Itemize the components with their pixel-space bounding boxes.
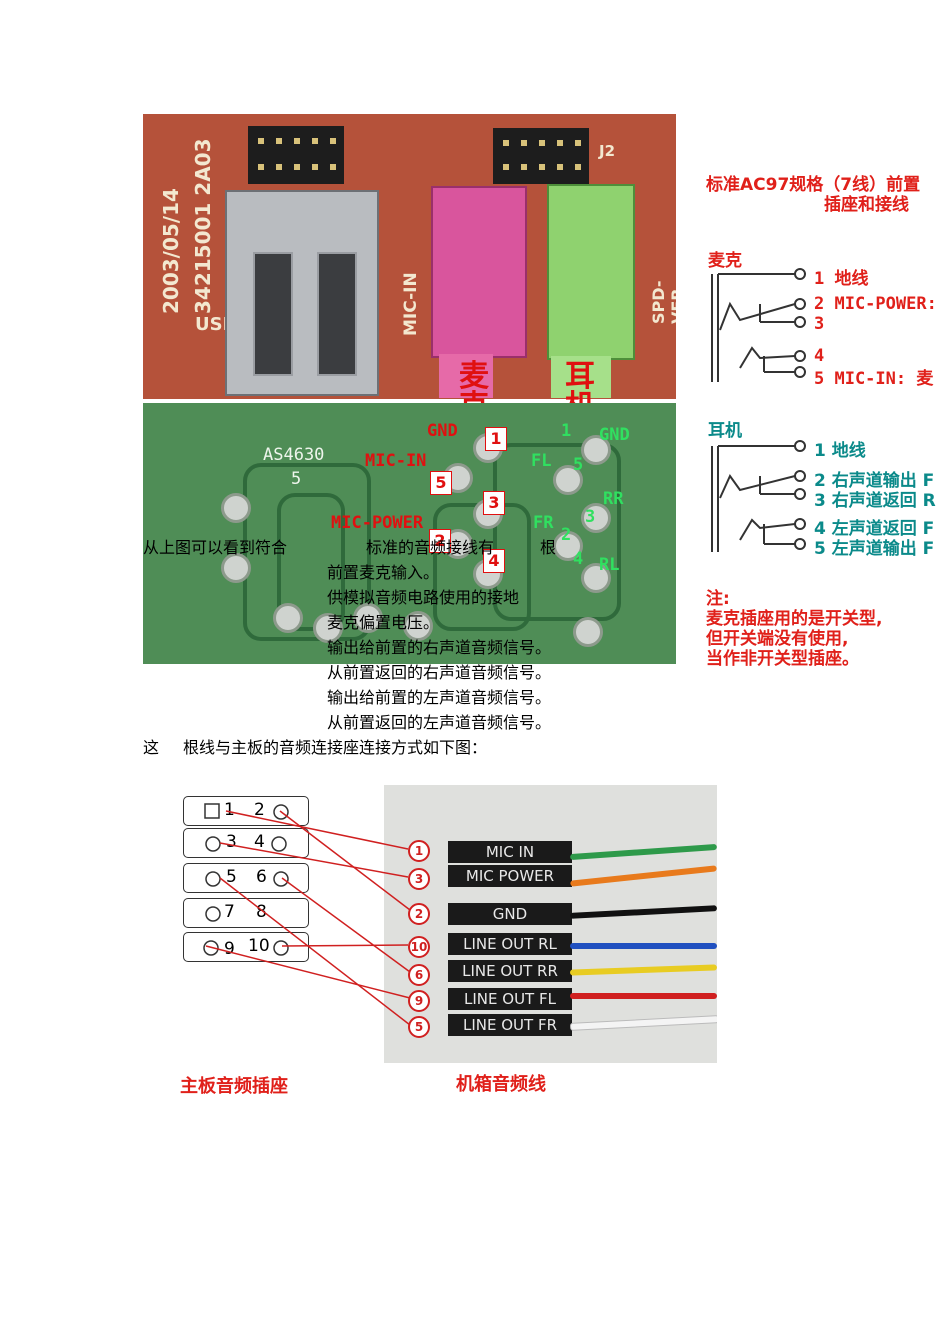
pin-4: 4 bbox=[254, 832, 265, 852]
pcb-back: AS4630 5 GND MIC-IN MIC-POWER 1 5 3 2 4 … bbox=[143, 403, 676, 664]
hp-heading: 耳机 bbox=[708, 421, 742, 441]
pcb-front: 2003/05/14 34215001 2A03 USB MIC-IN SPD-… bbox=[143, 114, 676, 422]
pin-8: 8 bbox=[256, 902, 267, 922]
mic-pin4: 4 bbox=[814, 346, 825, 366]
conn-line-b: 根线与主板的音频连接座连接方式如下图： bbox=[183, 738, 488, 757]
mic-pin2: 2 MIC-POWER: bbox=[814, 294, 937, 314]
header-row-3: 5 6 bbox=[183, 863, 309, 893]
pcb-name: AS4630 bbox=[263, 445, 325, 465]
header-row-2: 3 4 bbox=[183, 828, 309, 858]
header-row-1: 1 2 bbox=[183, 796, 309, 826]
intro-a: 从上图可以看到符合 bbox=[143, 538, 288, 557]
body-line-4: 输出给前置的右声道音频信号。 bbox=[327, 638, 552, 657]
body-line-7: 从前置返回的左声道音频信号。 bbox=[327, 713, 552, 732]
cable-photo: MIC IN MIC POWER GND LINE OUT RL LINE OU… bbox=[384, 785, 717, 1063]
note-line1: 麦克插座用的是开关型, bbox=[706, 609, 883, 629]
pin-3: 3 bbox=[226, 832, 237, 852]
tag-mic-in: MIC-IN bbox=[365, 451, 427, 471]
body-line-3: 麦克偏置电压。 bbox=[327, 613, 440, 632]
cnum-2: 2 bbox=[408, 903, 430, 925]
hp-pin1: 1 地线 bbox=[814, 441, 866, 461]
g-2: 2 bbox=[561, 525, 572, 545]
silk-j2: J2 bbox=[599, 142, 616, 160]
mic-pin5: 5 MIC-IN: 麦 bbox=[814, 369, 934, 389]
schematic-title-2: 插座和接线 bbox=[824, 195, 909, 215]
pcb-photo: 2003/05/14 34215001 2A03 USB MIC-IN SPD-… bbox=[143, 114, 676, 664]
pin-6: 6 bbox=[256, 867, 267, 887]
body-line-1: 前置麦克输入。 bbox=[327, 563, 440, 582]
num-3: 3 bbox=[483, 491, 505, 515]
g-fl: FL bbox=[531, 451, 552, 471]
g-3: 3 bbox=[585, 507, 596, 527]
g-gnd: GND bbox=[599, 425, 630, 445]
g-5: 5 bbox=[573, 455, 584, 475]
headphone-jack bbox=[547, 184, 635, 360]
headphone-jack-symbol bbox=[711, 440, 806, 552]
hp-pin3: 3 右声道返回 R bbox=[814, 491, 936, 511]
g-rl: RL bbox=[599, 555, 620, 575]
pin-header-left bbox=[248, 126, 344, 184]
note-line3: 当作非开关型插座。 bbox=[706, 649, 859, 669]
conn-line-out-fl: LINE OUT FL bbox=[448, 988, 572, 1010]
body-line-5: 从前置返回的右声道音频信号。 bbox=[327, 663, 552, 682]
mic-pin3: 3 bbox=[814, 314, 825, 334]
mic-jack-barrel bbox=[439, 354, 493, 398]
body-line-6: 输出给前置的左声道音频信号。 bbox=[327, 688, 552, 707]
wire-red bbox=[570, 993, 717, 999]
intro-c: 根 bbox=[540, 538, 557, 557]
pin-10: 10 bbox=[248, 936, 270, 956]
g-rr: RR bbox=[603, 489, 624, 509]
pin-7: 7 bbox=[224, 902, 235, 922]
mic-jack-symbol bbox=[711, 268, 806, 382]
note-title: 注: bbox=[706, 589, 730, 609]
pin-1: 1 bbox=[224, 800, 235, 820]
caption-case-cable: 机箱音频线 bbox=[456, 1074, 546, 1095]
g-1: 1 bbox=[561, 421, 572, 441]
conn-mic-power: MIC POWER bbox=[448, 865, 572, 887]
tag-mic-power: MIC-POWER bbox=[331, 513, 424, 533]
hp-pin2: 2 右声道输出 F bbox=[814, 471, 935, 491]
ac97-schematic: 标准AC97规格（7线）前置 插座和接线 麦克 1 地线 2 MIC-POWER… bbox=[700, 160, 950, 680]
header-row-4: 7 8 bbox=[183, 898, 309, 928]
schematic-title-1: 标准AC97规格（7线）前置 bbox=[706, 175, 921, 195]
headphone-jack-barrel bbox=[551, 356, 611, 398]
intro-b: 标准的音频接线有 bbox=[366, 538, 495, 557]
usb-port bbox=[225, 190, 379, 396]
cnum-1: 1 bbox=[408, 840, 430, 862]
pin-2: 2 bbox=[254, 800, 265, 820]
conn-mic-in: MIC IN bbox=[448, 841, 572, 863]
num-4: 4 bbox=[483, 549, 505, 573]
conn-gnd: GND bbox=[448, 903, 572, 925]
note-line2: 但开关端没有使用, bbox=[706, 629, 849, 649]
pcb-sub: 5 bbox=[291, 469, 302, 489]
pin-9: 9 bbox=[224, 939, 235, 959]
pin-5: 5 bbox=[226, 867, 237, 887]
num-5: 5 bbox=[430, 471, 452, 495]
num-2: 2 bbox=[429, 529, 451, 553]
wire-blue bbox=[570, 943, 717, 949]
hp-pin5: 5 左声道输出 F bbox=[814, 539, 935, 559]
mic-heading: 麦克 bbox=[708, 251, 742, 271]
cnum-5: 5 bbox=[408, 1016, 430, 1038]
cnum-3: 3 bbox=[408, 868, 430, 890]
mic-pin1: 1 地线 bbox=[814, 269, 869, 289]
cnum-6: 6 bbox=[408, 964, 430, 986]
cnum-10: 10 bbox=[408, 936, 430, 958]
conn-line-out-rr: LINE OUT RR bbox=[448, 960, 572, 982]
hp-pin4: 4 左声道返回 F bbox=[814, 519, 935, 539]
conn-line-out-rl: LINE OUT RL bbox=[448, 933, 572, 955]
pin-header-right bbox=[493, 128, 589, 184]
cnum-9: 9 bbox=[408, 990, 430, 1012]
num-1: 1 bbox=[485, 427, 507, 451]
conn-line-a: 这 bbox=[143, 738, 160, 757]
tag-gnd-left: GND bbox=[427, 421, 458, 441]
body-line-2: 供模拟音频电路使用的接地 bbox=[327, 588, 520, 607]
g-4: 4 bbox=[573, 549, 584, 569]
caption-motherboard-header: 主板音频插座 bbox=[180, 1076, 288, 1097]
g-fr: FR bbox=[533, 513, 554, 533]
conn-line-out-fr: LINE OUT FR bbox=[448, 1014, 572, 1036]
